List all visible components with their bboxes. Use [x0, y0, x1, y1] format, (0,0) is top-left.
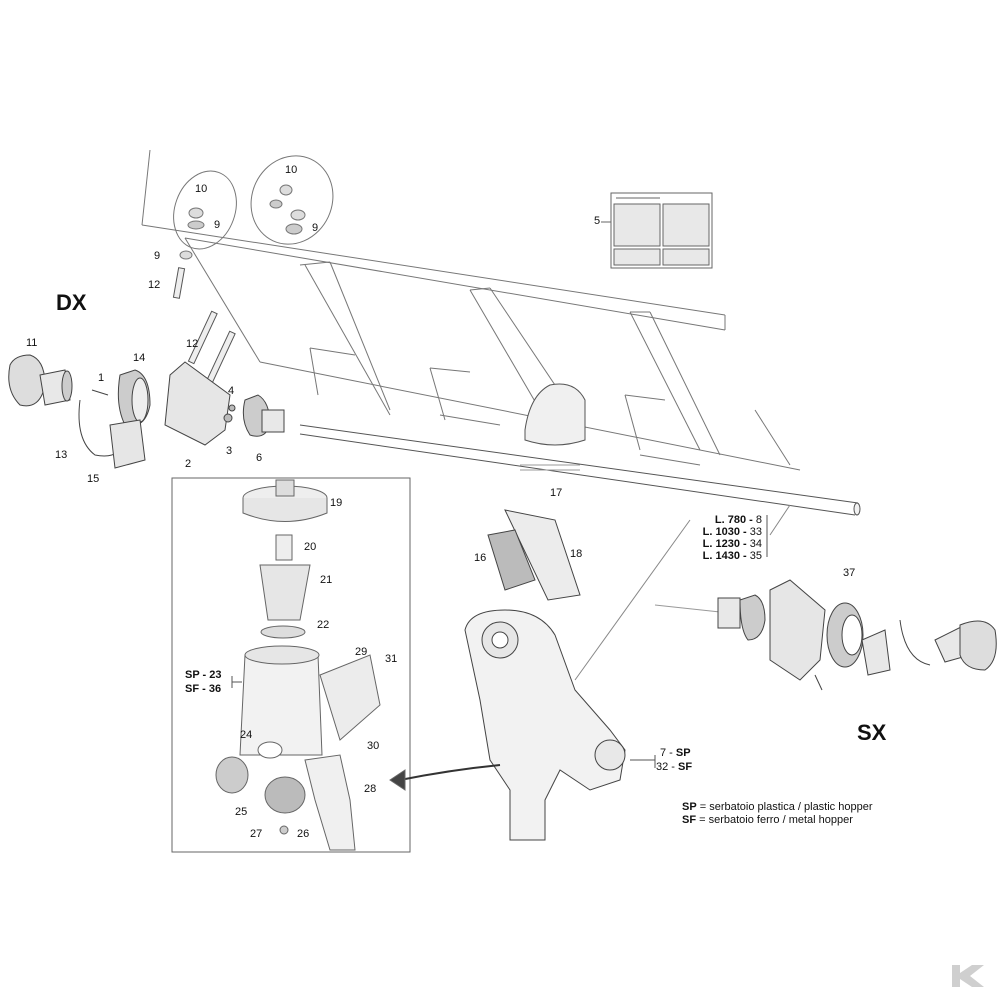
length-label: L. 1230 [702, 538, 740, 550]
length-part: 34 [749, 538, 762, 550]
part-label-26: 26 [297, 828, 310, 840]
inset-frame [171, 477, 501, 853]
variant-code-sp: SP [675, 747, 691, 759]
part-label-24: 24 [240, 729, 253, 741]
side-label-left: DX [56, 290, 87, 315]
length-part: 33 [749, 526, 762, 538]
length-label: L. 780 [714, 514, 747, 526]
legend-code: SF [682, 814, 697, 826]
length-part: 8 [755, 514, 762, 526]
part-label-2: 2 [185, 458, 192, 470]
variant-label-7-sp: 7 - SP [660, 747, 691, 759]
part-label-22: 22 [317, 619, 330, 631]
part-label-11: 11 [26, 337, 38, 349]
part-label-31: 31 [385, 653, 398, 665]
watermark-logo [952, 965, 984, 987]
legend-text: = serbatoio plastica / plastic hopper [699, 801, 873, 813]
part-label-10: 10 [285, 164, 298, 176]
part-label-18: 18 [570, 548, 583, 560]
part-label-37: 37 [843, 567, 856, 579]
shaft [299, 424, 861, 536]
length-row: L. 1030 - 33 [702, 526, 762, 538]
part-label-20: 20 [304, 541, 317, 553]
length-row: L. 1230 - 34 [702, 538, 762, 550]
part-label-12: 12 [186, 338, 199, 350]
part-label-30: 30 [367, 740, 380, 752]
part-label-9: 9 [214, 219, 221, 231]
part-label-4: 4 [228, 385, 235, 397]
part-label-29: 29 [355, 646, 368, 658]
part-label-19: 19 [330, 497, 343, 509]
part-label-27: 27 [250, 828, 263, 840]
legend-text: = serbatoio ferro / metal hopper [699, 814, 853, 826]
variant-label-sf-36: SF - 36 [185, 683, 222, 695]
part-label-25: 25 [235, 806, 248, 818]
part-label-6: 6 [256, 452, 263, 464]
part-label-14: 14 [133, 352, 146, 364]
sx-assembly [654, 579, 997, 691]
length-part: 35 [749, 550, 762, 562]
part-label-9: 9 [312, 222, 319, 234]
side-label-right: SX [857, 720, 887, 745]
part-label-10: 10 [195, 183, 208, 195]
part-label-17: 17 [550, 487, 563, 499]
decal [601, 192, 713, 269]
agitator-hub [520, 383, 586, 471]
variant-brackets [231, 515, 768, 768]
part-label-3: 3 [226, 445, 233, 457]
part-label-15: 15 [87, 473, 100, 485]
legend-item-sf: SF = serbatoio ferro / metal hopper [682, 814, 873, 827]
part-label-5: 5 [594, 215, 601, 227]
bolt-12 [172, 267, 236, 385]
length-row: L. 780 - 8 [714, 514, 762, 526]
shaft-length-table: L. 780 - 8 L. 1030 - 33 L. 1230 - 34 L. … [700, 514, 762, 562]
part-label-9: 9 [154, 250, 161, 262]
legend-item-sp: SP = serbatoio plastica / plastic hopper [682, 801, 873, 814]
variant-label-sp-23: SP - 23 [185, 669, 222, 681]
part-label-1: 1 [98, 372, 105, 384]
length-row: L. 1430 - 35 [702, 550, 762, 562]
brush-plate [487, 509, 581, 601]
variant-code-sf: SF [678, 761, 693, 773]
part-label-21: 21 [320, 574, 333, 586]
length-label: L. 1030 [702, 526, 740, 538]
part-label-28: 28 [364, 783, 377, 795]
detail-circle-left [173, 170, 237, 260]
variant-label-32-sf: 32 - SF [656, 761, 693, 773]
variant-part-7: 7 [660, 747, 667, 759]
detail-circle-right [250, 155, 334, 245]
part-label-16: 16 [474, 552, 487, 564]
legend: SP = serbatoio plastica / plastic hopper… [682, 801, 873, 827]
part-label-13: 13 [55, 449, 68, 461]
part-label-12: 12 [148, 279, 161, 291]
length-label: L. 1430 [702, 550, 740, 562]
legend-code: SP [682, 801, 697, 813]
dx-assembly [8, 354, 285, 469]
dispenser-body [464, 519, 691, 841]
variant-part-32: 32 [656, 761, 669, 773]
